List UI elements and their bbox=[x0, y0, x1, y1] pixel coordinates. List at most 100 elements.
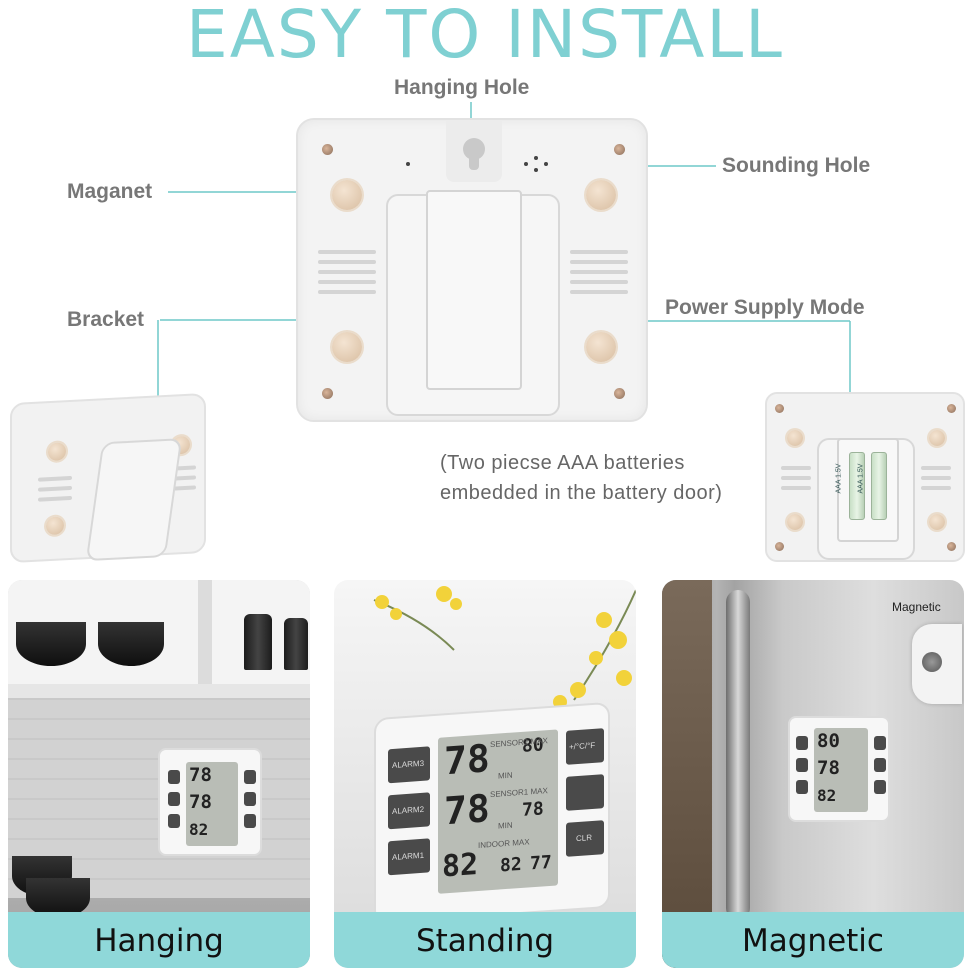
reading: 82 bbox=[817, 786, 837, 805]
magnet-icon bbox=[929, 430, 945, 446]
lcd-display: 78 80 SENSOR2 MAX MIN 78 78 SENSOR1 MAX … bbox=[438, 729, 558, 894]
jar-icon bbox=[284, 618, 308, 670]
lcd-label: MIN bbox=[498, 820, 513, 831]
magnetic-inset-label: Magnetic bbox=[892, 600, 941, 614]
bowl-icon bbox=[16, 622, 86, 666]
reading: 78 bbox=[189, 791, 212, 813]
lcd-label: INDOOR MAX bbox=[478, 837, 530, 850]
alarm-button bbox=[168, 792, 180, 806]
sound-hole-icon bbox=[534, 156, 538, 160]
minus-button bbox=[566, 774, 604, 811]
alarm-button bbox=[168, 770, 180, 784]
alarm-button bbox=[796, 736, 808, 750]
reading: 78 bbox=[444, 786, 490, 834]
fridge-handle bbox=[726, 590, 750, 920]
reading: 80 bbox=[817, 730, 840, 752]
vent-slots bbox=[781, 466, 811, 496]
battery-icon: AAA 1.5V bbox=[858, 452, 887, 520]
magnet-icon bbox=[787, 430, 803, 446]
device-battery-view: AAA 1.5V AAA 1.5V bbox=[765, 392, 965, 562]
callout-power-supply: Power Supply Mode bbox=[665, 296, 865, 319]
battery-icon: AAA 1.5V bbox=[836, 452, 865, 520]
battery-label: AAA 1.5V bbox=[835, 463, 843, 494]
magnet-icon bbox=[46, 516, 64, 536]
battery-door bbox=[426, 190, 522, 390]
magnet-icon bbox=[332, 332, 362, 362]
alarm-button bbox=[796, 758, 808, 772]
magnet-icon bbox=[787, 514, 803, 530]
magnet-icon bbox=[586, 180, 616, 210]
clear-button: CLR bbox=[566, 820, 604, 857]
alarm2-button: ALARM2 bbox=[388, 792, 430, 830]
photo-standing: 78 80 SENSOR2 MAX MIN 78 78 SENSOR1 MAX … bbox=[334, 580, 636, 968]
alarm-button bbox=[796, 780, 808, 794]
callout-bracket: Bracket bbox=[67, 308, 145, 331]
screw-icon bbox=[322, 144, 333, 155]
photo-hanging: 78 78 82 Hanging bbox=[8, 580, 310, 968]
unit-button bbox=[244, 770, 256, 784]
reading: 78 bbox=[189, 764, 212, 786]
screw-icon bbox=[775, 542, 784, 551]
battery-note-line2: embedded in the battery door) bbox=[440, 482, 723, 504]
screw-icon bbox=[614, 388, 625, 399]
thermometer-hanging: 78 78 82 bbox=[158, 748, 262, 856]
minus-button bbox=[244, 792, 256, 806]
bowl-icon bbox=[98, 622, 164, 666]
vent-slots bbox=[38, 475, 72, 508]
lcd-label: SENSOR1 MAX bbox=[490, 786, 548, 800]
bracket-stand bbox=[85, 438, 183, 562]
reading: 82 bbox=[500, 853, 522, 877]
magnet-icon bbox=[929, 514, 945, 530]
callout-sounding-hole: Sounding Hole bbox=[722, 154, 871, 177]
sound-hole-icon bbox=[544, 162, 548, 166]
reading: 82 bbox=[189, 820, 209, 839]
magnet-icon bbox=[922, 652, 942, 672]
screw-icon bbox=[947, 542, 956, 551]
lcd-display: 78 78 82 bbox=[186, 762, 238, 846]
device-back-view bbox=[296, 118, 648, 422]
caption-standing: Standing bbox=[334, 912, 636, 968]
reading: 77 bbox=[530, 851, 552, 875]
alarm3-button: ALARM3 bbox=[388, 746, 430, 784]
reading: 78 bbox=[522, 798, 544, 821]
screw-icon bbox=[614, 144, 625, 155]
sound-hole-icon bbox=[406, 162, 410, 166]
battery-label: AAA 1.5V bbox=[857, 463, 865, 494]
alarm-button bbox=[168, 814, 180, 828]
reading: 78 bbox=[817, 757, 840, 779]
callout-magnet: Maganet bbox=[67, 180, 153, 203]
magnet-inset bbox=[912, 624, 962, 704]
page-title: EASY TO INSTALL bbox=[186, 0, 784, 73]
clear-button bbox=[244, 814, 256, 828]
thermometer-standing: 78 80 SENSOR2 MAX MIN 78 78 SENSOR1 MAX … bbox=[374, 701, 610, 925]
caption-magnetic: Magnetic bbox=[662, 912, 964, 968]
bowl-icon bbox=[26, 878, 90, 918]
shelf-edge bbox=[8, 684, 310, 698]
sound-hole-icon bbox=[534, 168, 538, 172]
device-side-view bbox=[10, 392, 206, 564]
photo-magnetic: Magnetic 80 78 82 Magnetic bbox=[662, 580, 964, 968]
sound-hole-icon bbox=[524, 162, 528, 166]
screw-icon bbox=[322, 388, 333, 399]
unit-button bbox=[874, 736, 886, 750]
alarm1-button: ALARM1 bbox=[388, 838, 430, 876]
vent-slots bbox=[318, 250, 376, 300]
shelf-divider bbox=[198, 580, 212, 684]
background-furniture bbox=[662, 580, 712, 968]
magnet-icon bbox=[48, 442, 66, 462]
jar-icon bbox=[244, 614, 272, 670]
minus-button bbox=[874, 758, 886, 772]
magnet-icon bbox=[332, 180, 362, 210]
unit-toggle-button: +/°C/°F bbox=[566, 728, 604, 765]
caption-hanging: Hanging bbox=[8, 912, 310, 968]
battery-door bbox=[837, 438, 899, 542]
clear-button bbox=[874, 780, 886, 794]
thermometer-magnetic: 80 78 82 bbox=[788, 716, 890, 822]
battery-note-line1: (Two piecse AAA batteries bbox=[440, 452, 685, 474]
reading: 78 bbox=[444, 736, 490, 784]
vent-slots bbox=[921, 466, 951, 496]
lcd-display: 80 78 82 bbox=[814, 728, 868, 812]
reading: 82 bbox=[442, 846, 479, 885]
callout-hanging-hole: Hanging Hole bbox=[394, 76, 530, 99]
battery-note: (Two piecse AAA batteries embedded in th… bbox=[440, 448, 722, 508]
